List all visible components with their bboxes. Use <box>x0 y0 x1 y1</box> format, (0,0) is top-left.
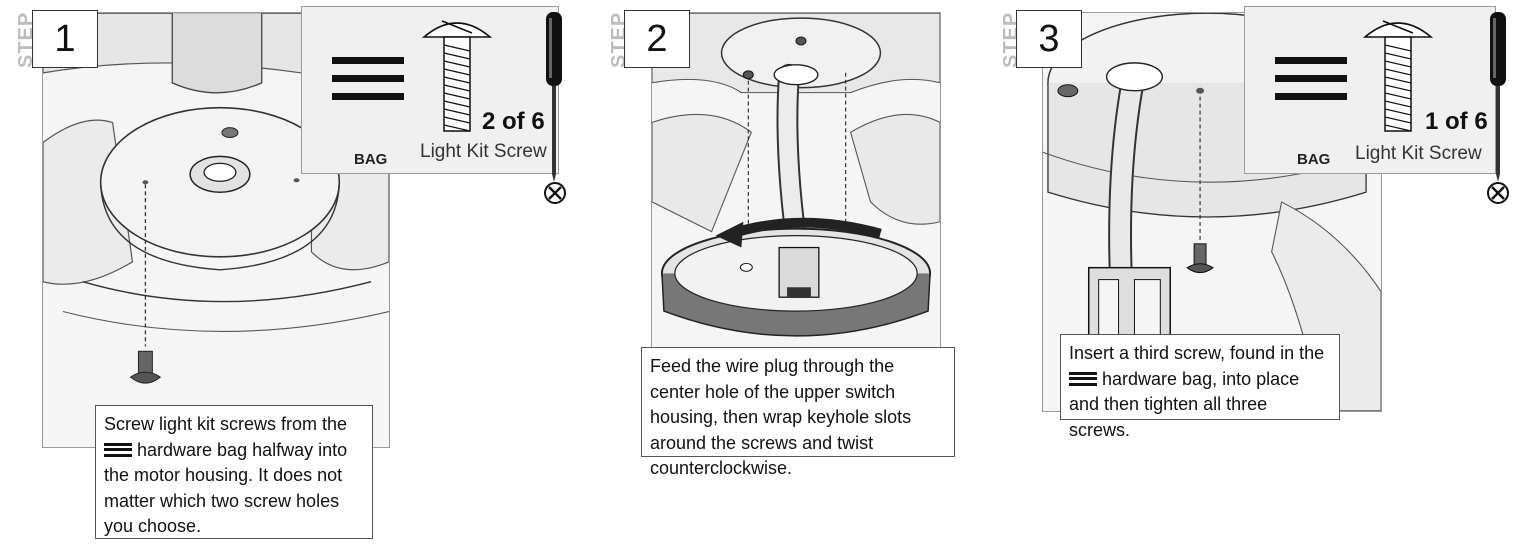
hardware-bag-icon <box>332 57 404 100</box>
step-2-number: 2 <box>624 10 690 68</box>
step-3-caption-rest: hardware bag, into place and then tighte… <box>1069 368 1300 440</box>
hardware-bag-icon <box>1275 57 1347 100</box>
hardware-count: 2 of 6 <box>482 108 545 135</box>
switch-housing-drawing <box>652 13 940 351</box>
screw-icon <box>421 20 493 132</box>
step-3-hardware-panel: BAG Light Kit Screw 1 of 6 <box>1244 6 1496 174</box>
bag-label: BAG <box>354 151 388 168</box>
step-2-caption: Feed the wire plug through the center ho… <box>641 347 955 478</box>
step-1-caption: Screw light kit screws from the hardware… <box>95 405 373 539</box>
hardware-bag-icon <box>104 442 132 457</box>
hardware-count: 1 of 6 <box>1425 108 1488 135</box>
phillips-screwdriver-icon <box>1490 12 1506 182</box>
motor-housing-drawing <box>43 13 389 447</box>
phillips-tip-icon <box>544 182 566 204</box>
step-2-illustration <box>651 12 941 352</box>
step-2-caption-text: Feed the wire plug through the center ho… <box>650 356 912 478</box>
phillips-screwdriver-icon <box>546 12 562 182</box>
bag-label: BAG <box>1297 151 1331 168</box>
step-1-caption-rest: hardware bag halfway into the motor hous… <box>104 439 348 537</box>
step-1-number: 1 <box>32 10 98 68</box>
hardware-item-name: Light Kit Screw <box>1355 143 1482 164</box>
phillips-tip-icon <box>1487 182 1509 204</box>
step-3-number: 3 <box>1016 10 1082 68</box>
step-1-caption-lead: Screw light kit screws from the <box>104 414 348 434</box>
step-3-caption-lead: Insert a third screw, found in the <box>1069 343 1325 363</box>
hardware-bag-icon <box>1069 371 1097 386</box>
step-1-hardware-panel: BAG Light Kit Screw 2 of 6 <box>301 6 559 174</box>
screw-icon <box>1362 20 1434 132</box>
hardware-item-name: Light Kit Screw <box>420 141 547 162</box>
step-3-caption: Insert a third screw, found in the hardw… <box>1060 334 1340 440</box>
